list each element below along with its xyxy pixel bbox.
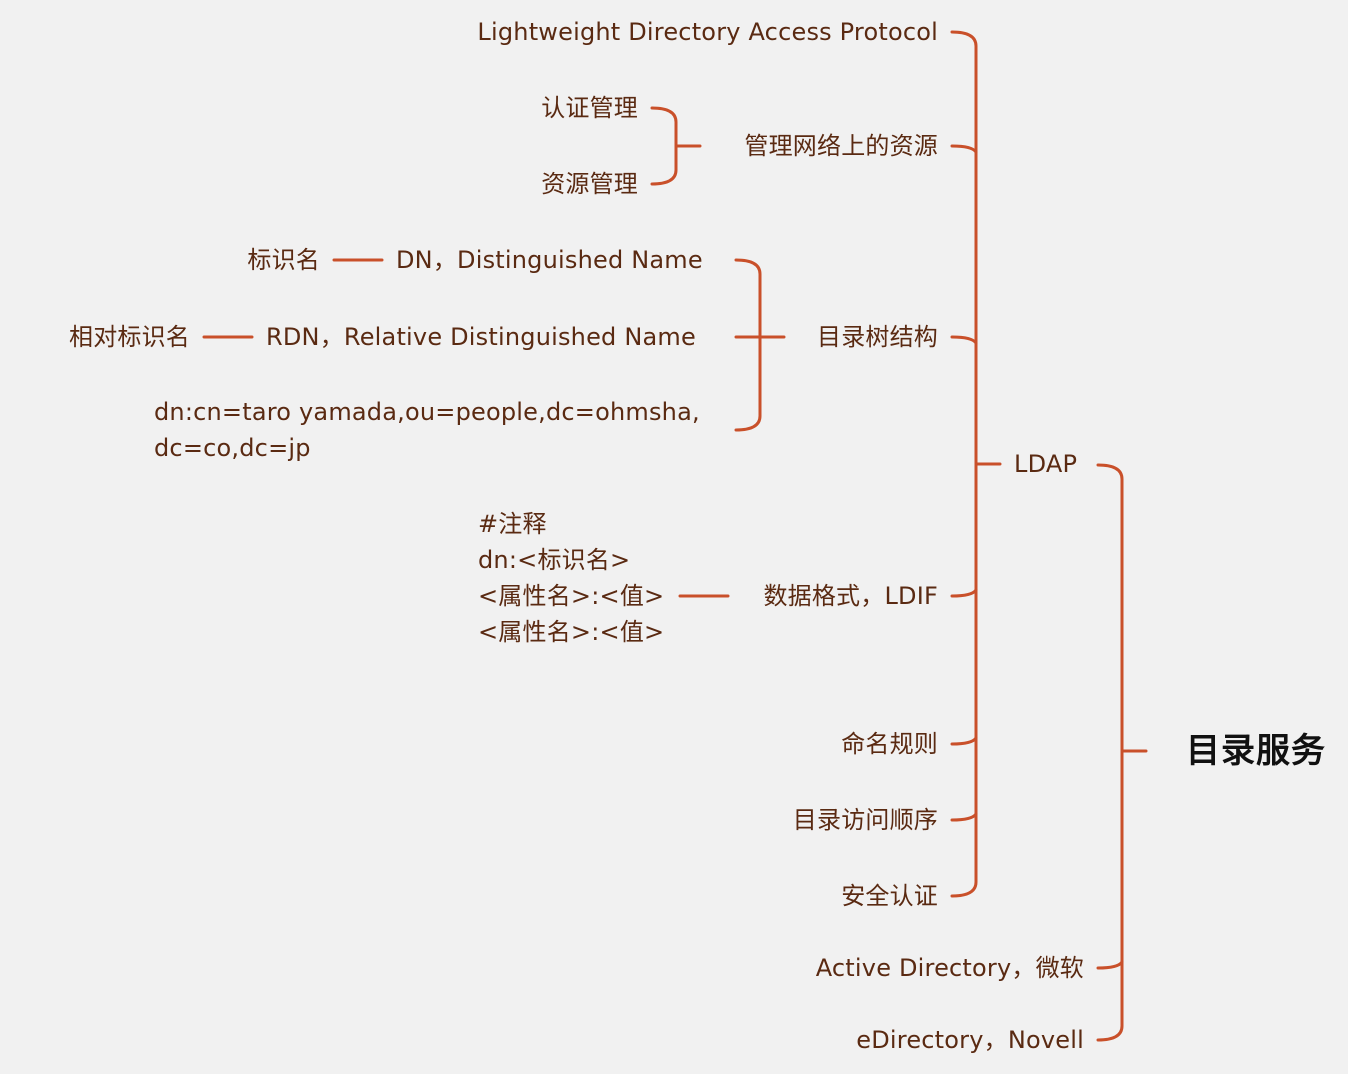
ldap-tick-naming — [950, 736, 978, 746]
ldap-tick-tree — [950, 335, 978, 345]
active-directory-node: Active Directory，微软 — [815, 954, 1084, 982]
ldap-tick-manage — [950, 144, 978, 154]
ldif-node: 数据格式，LDIF — [763, 582, 938, 610]
security-node: 安全认证 — [841, 882, 938, 910]
manage-node: 管理网络上的资源 — [744, 132, 938, 160]
ldap-full-name-node: Lightweight Directory Access Protocol — [477, 18, 938, 46]
dn-node: DN，Distinguished Name — [396, 246, 703, 274]
ldif-example-node: #注释 dn:<标识名> <属性名>:<值> <属性名>:<值> — [478, 510, 665, 646]
ldap-bracket — [950, 30, 978, 898]
manage-resource-node: 资源管理 — [541, 170, 638, 198]
naming-node: 命名规则 — [841, 730, 938, 758]
access-order-node: 目录访问顺序 — [792, 806, 938, 834]
root-tick-ad — [1096, 960, 1124, 970]
rdn-node: RDN，Relative Distinguished Name — [266, 323, 696, 351]
dn-label-node: 标识名 — [247, 246, 320, 274]
edirectory-node: eDirectory，Novell — [856, 1026, 1084, 1054]
tree-node: 目录树结构 — [817, 323, 938, 351]
dn-example-node: dn:cn=taro yamada,ou=people,dc=ohmsha, d… — [154, 398, 700, 462]
rdn-label-node: 相对标识名 — [69, 323, 190, 351]
manage-bracket — [650, 106, 678, 186]
ldap-node: LDAP — [1014, 450, 1078, 478]
root-bracket — [1096, 463, 1124, 1042]
ldap-tick-access — [950, 812, 978, 822]
manage-auth-node: 认证管理 — [541, 94, 638, 122]
ldap-tick-ldif — [950, 588, 978, 598]
root-node: 目录服务 — [1186, 731, 1326, 771]
tree-bracket — [734, 258, 762, 432]
